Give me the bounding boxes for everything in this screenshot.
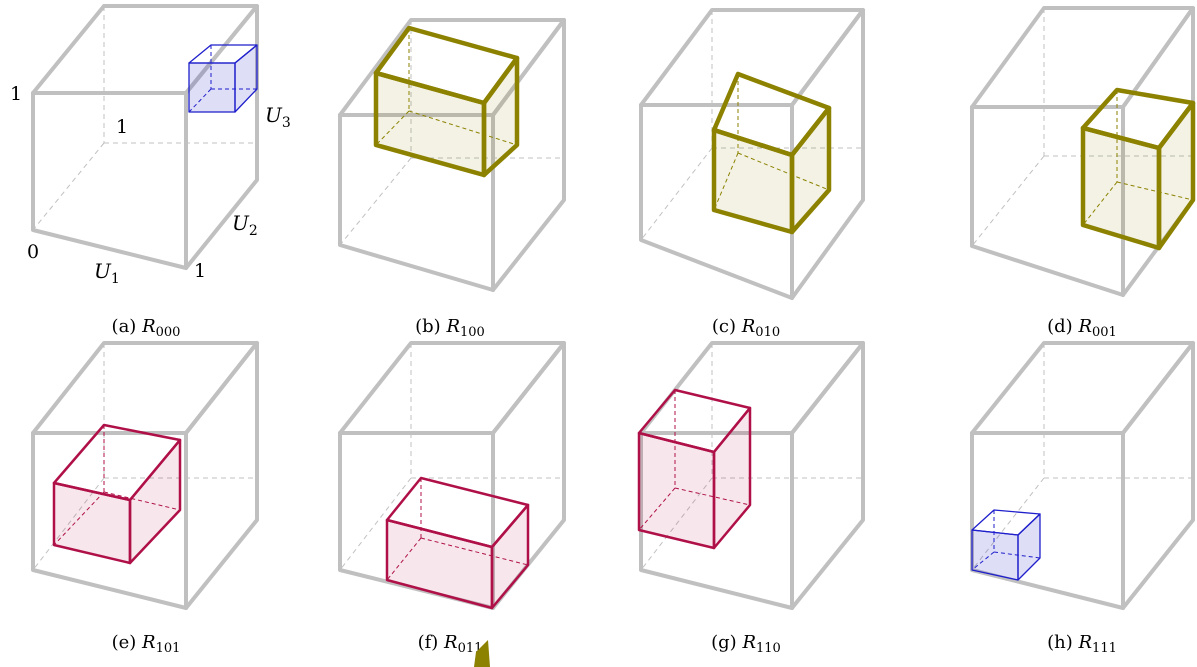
outer-cube: [970, 341, 1195, 610]
panel-d: (d) R001: [970, 6, 1196, 340]
label-one-bottom: 1: [194, 260, 206, 282]
sub-box-r001: [1080, 87, 1196, 251]
u3-subscript: 3: [282, 115, 291, 131]
outer-cube: [639, 341, 865, 610]
caption-b: (b) R100: [415, 316, 485, 340]
caption-g: (g) R110: [711, 632, 781, 656]
label-origin: 0: [27, 241, 39, 263]
u2-subscript: 2: [249, 223, 258, 239]
sub-box-r000: [188, 44, 258, 113]
caption-f: (f) R011: [418, 632, 483, 656]
u1-symbol: U: [94, 259, 112, 283]
caption-e: (e) R101: [112, 632, 181, 656]
sub-box-r010: [711, 71, 832, 235]
label-u2: U2: [232, 211, 258, 239]
sub-box-r111: [971, 509, 1041, 581]
bottom-olive-mark: [474, 640, 490, 667]
caption-d: (d) R001: [1047, 316, 1117, 340]
label-u3: U3: [265, 103, 291, 131]
outer-cube: [31, 4, 259, 270]
outer-cube: [338, 18, 566, 292]
caption-c: (c) R010: [712, 316, 780, 340]
panel-c: (c) R010: [639, 8, 865, 340]
sub-box-r110: [637, 388, 752, 550]
panel-e: (e) R101: [31, 341, 259, 656]
sub-box-r011: [385, 476, 530, 610]
outer-cube: [31, 341, 259, 610]
outer-cube: [970, 6, 1195, 297]
label-one-left: 1: [10, 83, 22, 105]
u2-symbol: U: [232, 211, 250, 235]
label-one-back: 1: [116, 116, 128, 138]
panel-g: (g) R110: [637, 341, 865, 656]
sub-box-r101: [52, 423, 182, 565]
axis-labels: 1 1 0 1 U3 U2 U1: [10, 83, 291, 287]
caption-h: (h) R111: [1047, 632, 1117, 656]
panel-b: (b) R100: [338, 18, 566, 340]
u3-symbol: U: [265, 103, 283, 127]
u1-subscript: 1: [111, 271, 120, 287]
panel-f: (f) R011: [338, 341, 566, 656]
label-u1: U1: [94, 259, 120, 287]
panel-a: 1 1 0 1 U3 U2 U1 (a) R000: [10, 4, 291, 340]
caption-a: (a) R000: [112, 316, 181, 340]
panel-h: (h) R111: [970, 341, 1195, 656]
sub-box-r100: [373, 25, 520, 178]
